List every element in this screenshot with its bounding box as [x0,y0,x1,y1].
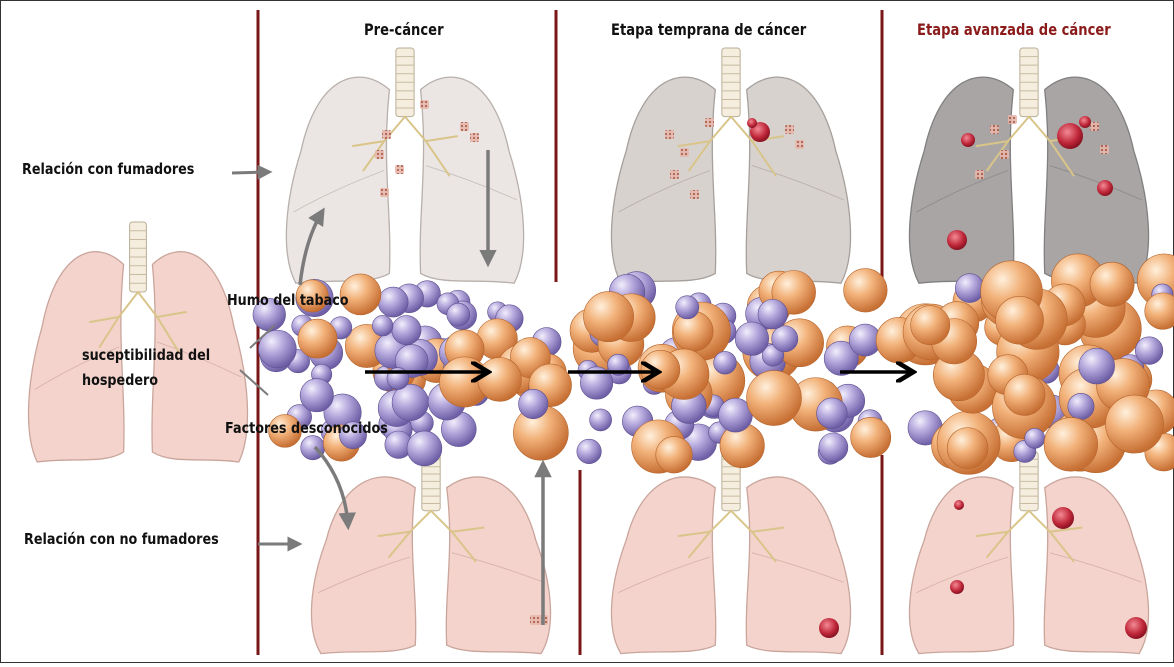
pre-cancer-lesion [1090,122,1099,131]
normal-cell [714,351,737,374]
normal-cell [300,379,333,412]
label-tobacco-smoke: Humo del tabaco [227,291,349,309]
pre-cancer-lesion [1000,150,1009,159]
label-host-susceptibility-line1: suceptibilidad del [82,343,210,368]
tumor-nodule [950,580,964,594]
pre-cancer-lesion [1008,115,1017,124]
normal-cell [955,274,984,303]
cancer-cell [1090,262,1134,306]
pre-cancer-lesion [705,118,714,127]
pre-cancer-lesion [375,150,384,159]
tumor-nodule [747,118,757,128]
cancer-cell [911,306,950,345]
cancer-cell [996,296,1044,344]
normal-cell [372,315,393,336]
header-early-stage: Etapa temprana de cáncer [611,20,806,39]
normal-cell [758,299,788,329]
label-host-susceptibility: suceptibilidad del hospedero [82,343,210,393]
pre-cancer-lesion [785,125,794,134]
tumor-nodule [947,230,967,250]
cancer-cell [1044,418,1098,472]
tumor-nodule [1125,617,1147,639]
tumor-nodule [1097,180,1113,196]
normal-cell [447,303,470,326]
normal-cell [676,296,699,319]
pre-cancer-lesion [680,148,689,157]
cancer-cell [584,292,634,342]
cancer-cell [656,436,693,473]
normal-cell [819,433,848,462]
pre-cancer-lesion [420,100,429,109]
tumor-nodule [1079,116,1091,128]
pre-cancer-lesion [795,140,804,149]
cancer-cell [1106,395,1164,453]
header-pre-cancer: Pre-cáncer [364,20,444,39]
normal-cell [519,389,548,418]
label-smokers: Relación con fumadores [22,160,194,178]
pre-cancer-lesion [382,130,391,139]
cancer-cell [298,319,337,358]
pre-cancer-lesion [665,130,674,139]
label-host-susceptibility-line2: hospedero [82,368,210,393]
pre-cancer-lesion [1100,145,1109,154]
normal-cell [407,431,442,466]
normal-cell [735,322,769,356]
cancer-cell [947,428,988,469]
pre-cancer-lesion [470,133,479,142]
pre-cancer-lesion [670,170,679,179]
label-unknown-factors: Factores desconocidos [225,419,388,437]
pre-cancer-lesion [380,188,389,197]
pre-cancer-lesion [395,165,404,174]
normal-cell [392,316,421,345]
header-advanced-stage: Etapa avanzada de cáncer [917,20,1111,39]
normal-cell [1068,393,1094,419]
cancer-cell [844,269,888,313]
normal-cell [1079,348,1115,384]
cancer-cell [851,417,891,457]
tumor-nodule [819,618,839,638]
label-non-smokers: Relación con no fumadores [24,530,219,548]
normal-cell [577,439,601,463]
pre-cancer-lesion [975,170,984,179]
cancer-cell [747,371,802,426]
normal-cell [1135,337,1163,365]
normal-cell [590,409,612,431]
tumor-nodule [961,133,975,147]
normal-cell [817,398,848,429]
pre-cancer-lesion [990,125,999,134]
normal-cell [378,287,408,317]
tumor-nodule [1052,507,1074,529]
pointer-arrow-smokers [232,172,268,173]
cancer-cell [641,350,680,389]
cancer-cell [478,357,522,401]
cancer-cell [1004,374,1045,415]
normal-cell [772,326,798,352]
pre-cancer-lesion [530,615,548,625]
tumor-nodule [1057,123,1083,149]
pre-cancer-lesion [460,122,469,131]
normal-cell [1025,428,1045,448]
pre-cancer-lesion [690,190,699,199]
tumor-nodule [954,500,964,510]
